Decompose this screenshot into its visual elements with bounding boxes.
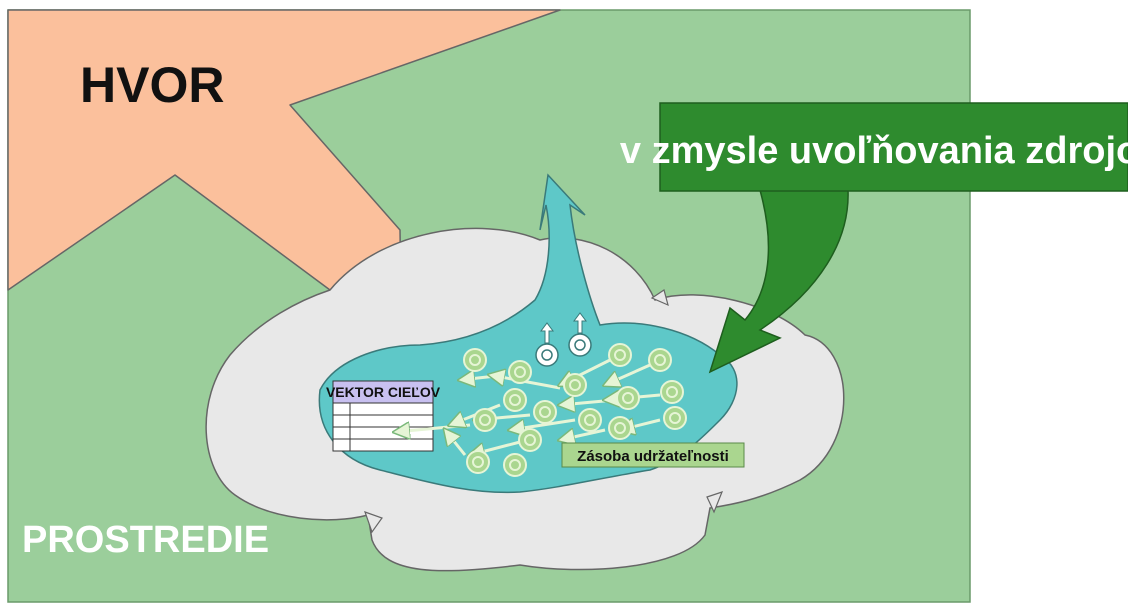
resource-cell bbox=[503, 388, 527, 412]
release-arrow bbox=[708, 189, 849, 374]
resource-cells bbox=[463, 343, 687, 477]
resource-cell bbox=[473, 408, 497, 432]
resource-cell bbox=[608, 343, 632, 367]
resource-cell bbox=[660, 380, 684, 404]
released-cell bbox=[535, 322, 559, 367]
goal-vector-title: VEKTOR CIEĽOV bbox=[326, 384, 441, 400]
resource-cell bbox=[466, 450, 490, 474]
resource-cell bbox=[533, 400, 557, 424]
environment-label: PROSTREDIE bbox=[22, 519, 269, 561]
cloud-notch-bottom-right bbox=[706, 491, 724, 514]
resource-cell bbox=[663, 406, 687, 430]
released-cells bbox=[535, 312, 592, 367]
release-label: v zmysle uvoľňovania zdrojov. bbox=[620, 130, 1128, 172]
cloud-notch-top bbox=[650, 289, 669, 307]
release-label-box bbox=[659, 102, 1128, 192]
released-cell bbox=[568, 312, 592, 357]
up-arrow-icon bbox=[573, 312, 587, 334]
resource-cell bbox=[648, 348, 672, 372]
resource-cell bbox=[508, 360, 532, 384]
resource-cell bbox=[563, 373, 587, 397]
resource-cell bbox=[518, 428, 542, 452]
hvor-label: HVOR bbox=[80, 57, 224, 113]
pool-label-box bbox=[561, 442, 745, 468]
resource-cell bbox=[578, 408, 602, 432]
goal-vector: VEKTOR CIEĽOV bbox=[326, 380, 441, 452]
resource-cell bbox=[616, 386, 640, 410]
resource-cell bbox=[463, 348, 487, 372]
cloud-notch-bottom-left bbox=[364, 511, 383, 534]
up-arrow-icon bbox=[540, 322, 554, 344]
pool-label: Zásoba udržateľnosti bbox=[577, 448, 729, 465]
resource-cell bbox=[608, 416, 632, 440]
resource-cell bbox=[503, 453, 527, 477]
